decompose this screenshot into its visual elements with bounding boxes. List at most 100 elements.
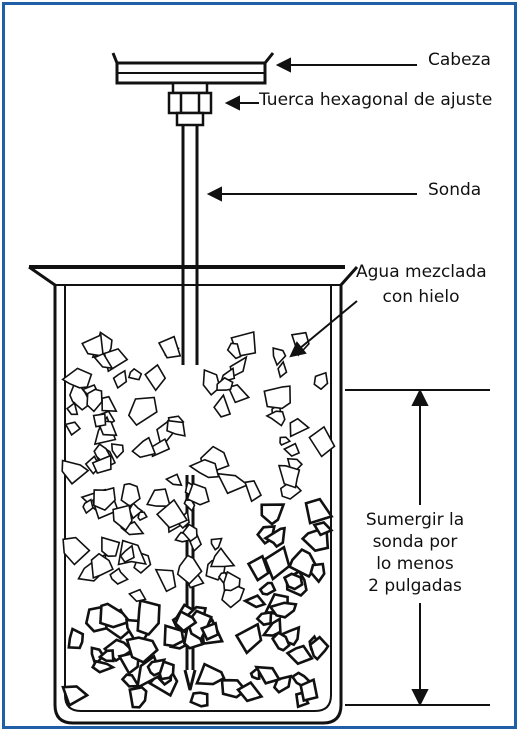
ice-fragment bbox=[246, 554, 270, 582]
ice-fragment bbox=[244, 480, 263, 503]
ice-fragment bbox=[128, 685, 148, 709]
ice-fragment bbox=[277, 360, 288, 379]
ice-fragment bbox=[308, 635, 330, 662]
ice-fragment bbox=[93, 352, 114, 370]
ice-fragment bbox=[312, 521, 334, 537]
ice-fragment bbox=[299, 677, 319, 703]
ice-fragment bbox=[289, 417, 311, 438]
ice-fragment bbox=[216, 376, 234, 392]
ice-fragment bbox=[90, 659, 116, 674]
ice-fragment bbox=[277, 464, 301, 489]
ice-fragment bbox=[101, 536, 121, 558]
ice-fragment bbox=[181, 523, 198, 543]
ice-fragment bbox=[145, 488, 172, 508]
ice-fragment bbox=[262, 526, 286, 549]
ice-fragment bbox=[229, 355, 248, 378]
ice-fragment bbox=[210, 537, 223, 551]
ice-fragment bbox=[144, 363, 167, 392]
probe-label: Sonda bbox=[428, 180, 482, 200]
ice-fragment bbox=[234, 622, 263, 655]
ice-fragment bbox=[254, 665, 282, 685]
ice-fragment bbox=[222, 570, 241, 592]
ice-fragment bbox=[188, 458, 220, 479]
ice-fragment bbox=[64, 421, 82, 437]
ice-fragment bbox=[112, 369, 128, 390]
ice-fragment bbox=[258, 581, 277, 596]
ice-fragment bbox=[199, 621, 220, 642]
ice-fragment bbox=[157, 335, 182, 359]
ice-fragment bbox=[155, 498, 189, 529]
ice-fragment bbox=[202, 368, 221, 397]
ice-fragment bbox=[173, 609, 198, 633]
ice-fragment bbox=[119, 544, 135, 564]
ice-fragment bbox=[62, 536, 91, 566]
ice-fragment bbox=[282, 442, 301, 458]
ice-fragment bbox=[287, 547, 318, 579]
ice-fragment bbox=[213, 393, 232, 418]
ice-fragment bbox=[146, 658, 167, 677]
immerse-label-line3: lo menos bbox=[376, 554, 454, 574]
ice-fragment bbox=[260, 503, 286, 526]
immerse-label-line4: 2 pulgadas bbox=[368, 576, 462, 596]
ice-fragment bbox=[279, 436, 292, 447]
ice-fragment bbox=[128, 501, 144, 520]
ice-fragment bbox=[65, 401, 79, 416]
ice-fragment bbox=[265, 410, 286, 427]
ice-fragment bbox=[67, 627, 85, 650]
ice-fragment bbox=[282, 572, 304, 591]
ice-fragment bbox=[91, 454, 112, 475]
ice-fragment bbox=[137, 511, 148, 522]
ice-fragment bbox=[163, 624, 185, 648]
ice-fragment bbox=[176, 554, 203, 585]
ice-fragment bbox=[128, 588, 147, 603]
ice-fragment bbox=[261, 616, 282, 637]
ice-fragment bbox=[189, 691, 209, 708]
ice-fragment bbox=[127, 396, 158, 427]
ice-fragment bbox=[268, 601, 298, 619]
ice-fragment bbox=[313, 371, 329, 391]
ice-fragment bbox=[272, 347, 287, 367]
ice-fragment bbox=[226, 342, 242, 360]
head-label: Cabeza bbox=[428, 50, 491, 70]
ice-fragment bbox=[86, 388, 103, 413]
ice-fragment bbox=[242, 594, 267, 609]
thermometer-head bbox=[111, 52, 275, 85]
ice-fragment bbox=[92, 413, 107, 428]
ice-fragment bbox=[120, 673, 141, 688]
ice-fragment bbox=[194, 662, 226, 686]
ice-fragment bbox=[255, 610, 273, 627]
ice-fragment bbox=[112, 504, 133, 532]
ice-fragment bbox=[127, 367, 143, 381]
ice-fragment bbox=[154, 568, 177, 593]
ice-fragment bbox=[109, 567, 129, 585]
ice-fragment bbox=[270, 631, 291, 652]
ice-fragment bbox=[131, 436, 157, 459]
ice-fragment bbox=[186, 482, 210, 506]
ice-fragment bbox=[209, 546, 236, 568]
depth-dimension bbox=[345, 388, 490, 707]
ice-fragment bbox=[97, 649, 115, 663]
leader-arrows bbox=[206, 57, 417, 358]
ice-fragment bbox=[263, 385, 292, 410]
ice-fragment bbox=[166, 419, 186, 437]
ice-fragment bbox=[236, 680, 264, 703]
ice-fragment bbox=[82, 498, 94, 515]
ice-fragment bbox=[101, 395, 118, 413]
ice-fragment bbox=[285, 644, 314, 666]
ice-fragment bbox=[164, 473, 183, 487]
immerse-label-line2: sonda por bbox=[372, 532, 458, 552]
ice-fragment bbox=[216, 472, 250, 495]
ice-fragment bbox=[61, 367, 93, 389]
ice-fragment bbox=[99, 602, 132, 629]
ice-fragment bbox=[92, 486, 116, 512]
ice-fragments bbox=[61, 330, 336, 709]
beaker bbox=[28, 265, 359, 725]
ice-fragment bbox=[309, 562, 326, 584]
immerse-label-line1: Sumergir la bbox=[365, 510, 465, 530]
ice-fragment bbox=[90, 552, 114, 580]
ice-water-label-line2: con hielo bbox=[382, 287, 460, 307]
ice-fragment bbox=[81, 333, 105, 358]
ice-water-label-line1: Agua mezclada bbox=[356, 262, 487, 282]
ice-fragment bbox=[61, 685, 90, 708]
